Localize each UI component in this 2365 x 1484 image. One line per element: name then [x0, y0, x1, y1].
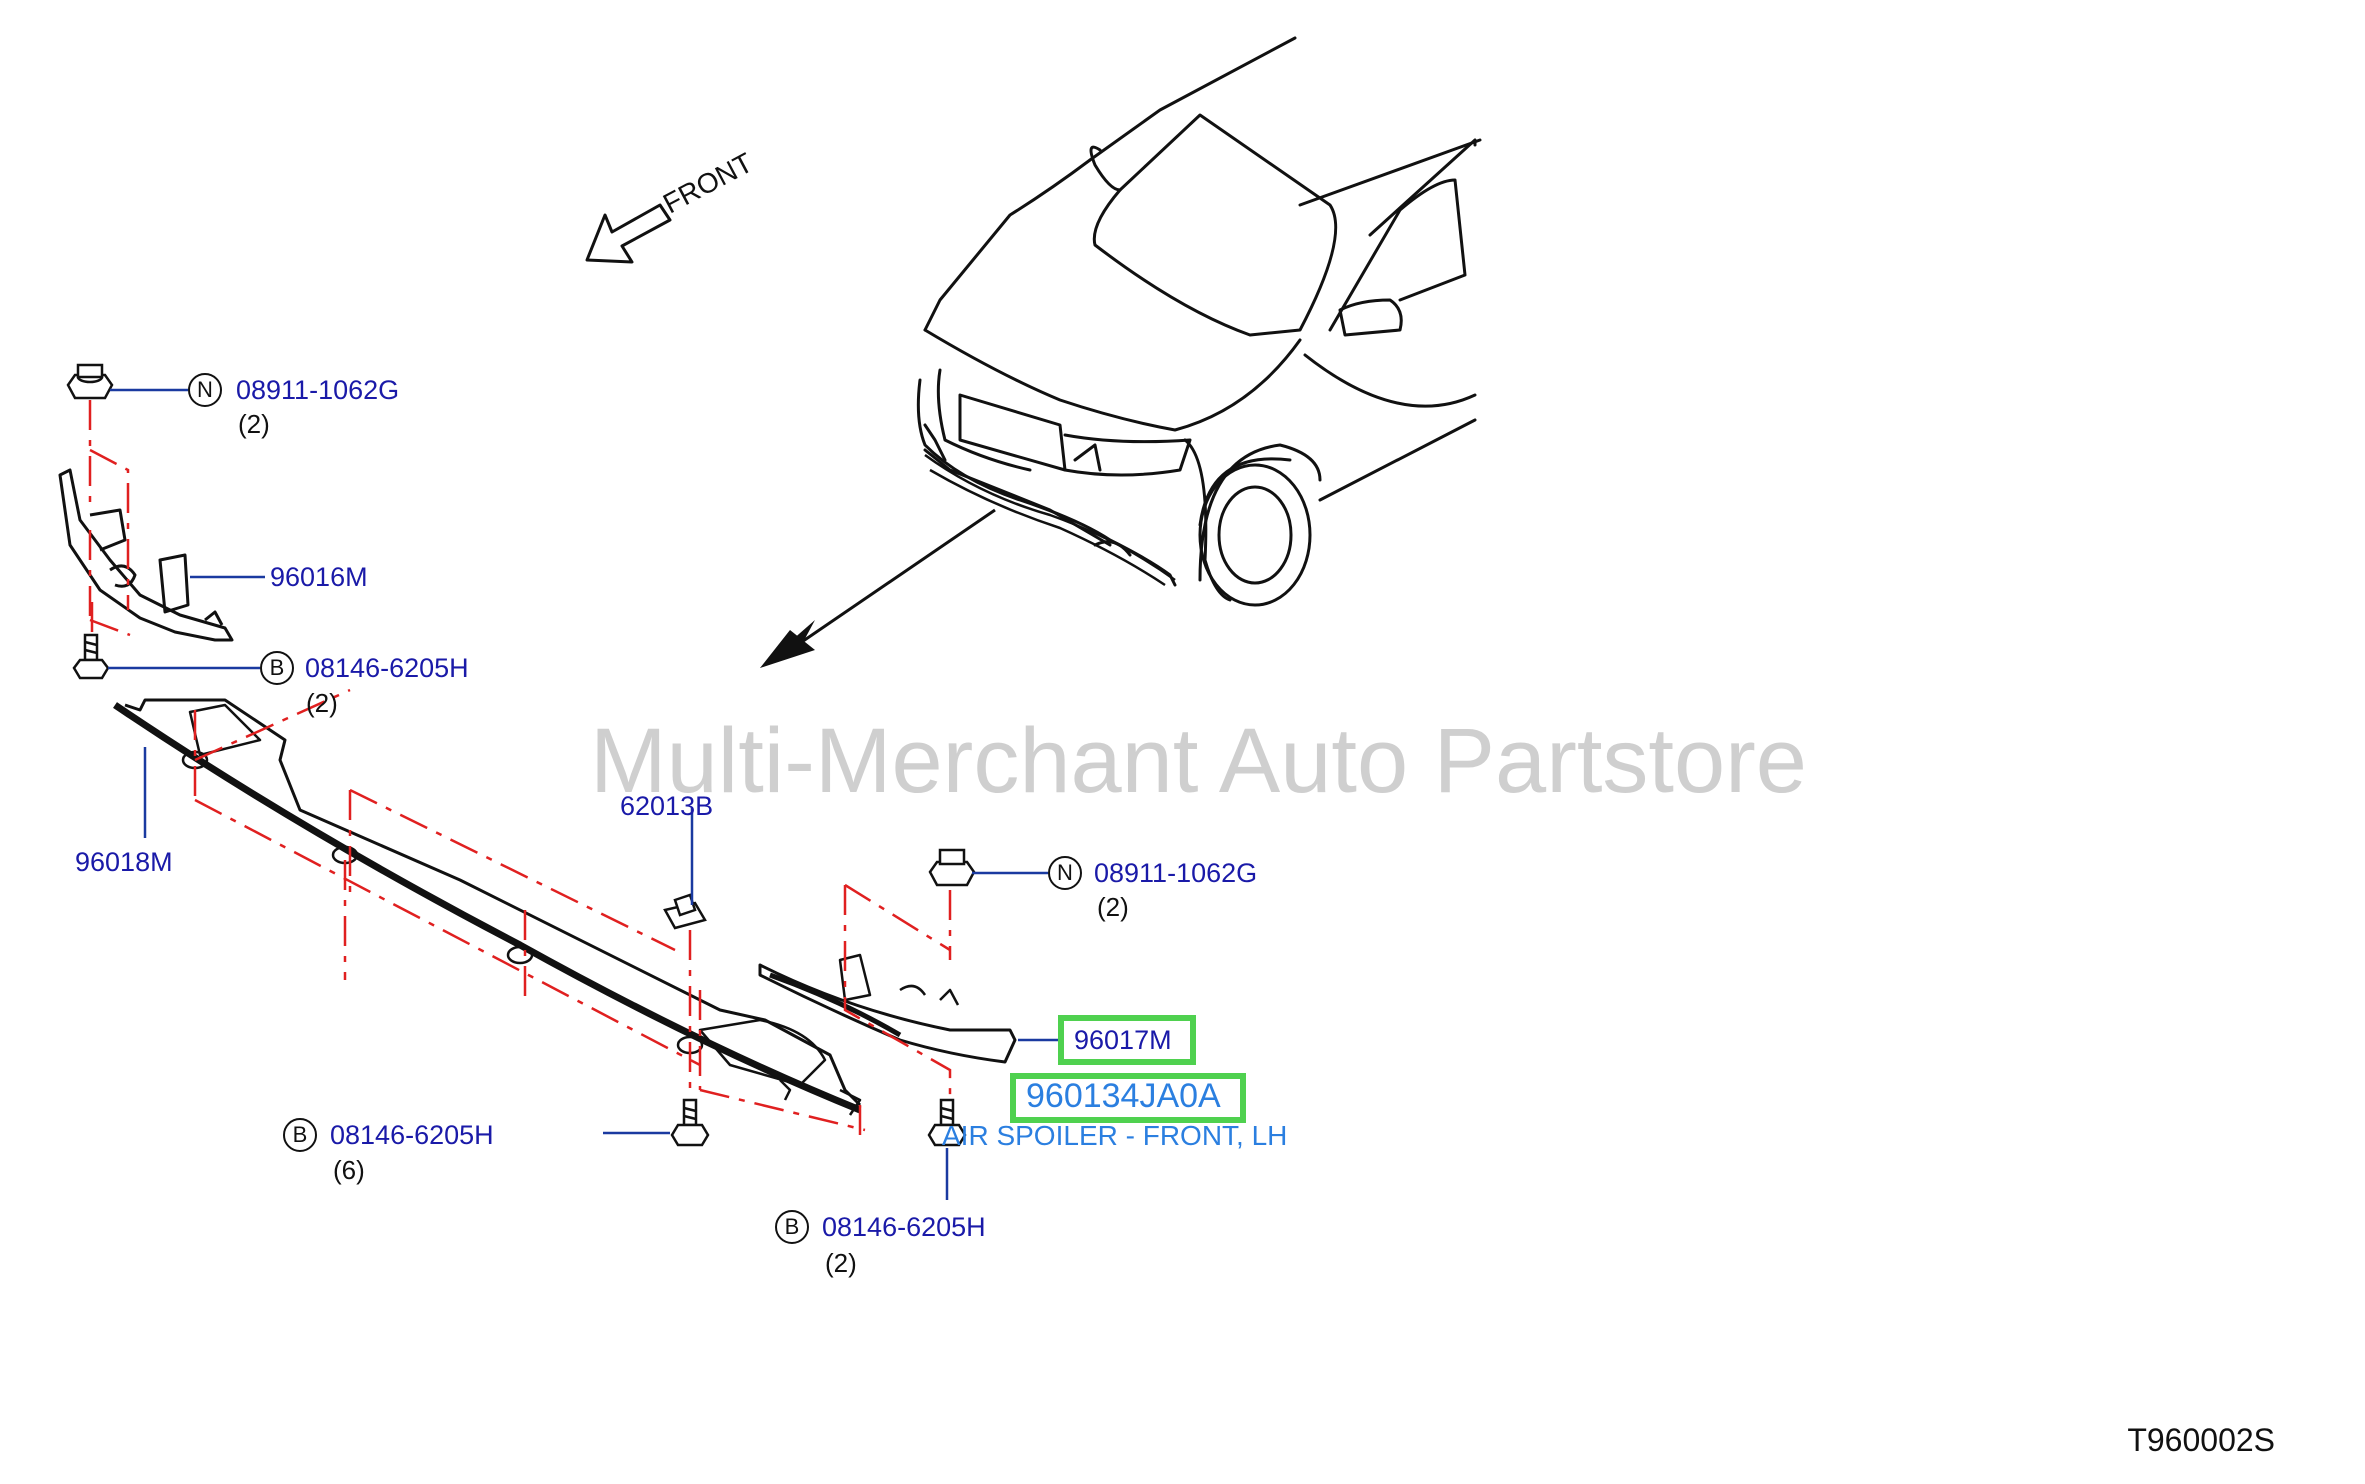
- leader-lines: [108, 388, 1058, 1200]
- part-link-96017m[interactable]: 96017M: [1074, 1025, 1172, 1055]
- part-link-08911-1062g[interactable]: 08911-1062G: [236, 375, 400, 405]
- vehicle-illustration: [916, 36, 1482, 607]
- bolt-left: [72, 633, 110, 680]
- highlight-box-part-number: [1010, 1073, 1246, 1123]
- clip-62013b: [663, 893, 707, 930]
- part-number-960134ja0a[interactable]: 960134JA0A: [1026, 1077, 1221, 1115]
- bracket-96016m: [58, 468, 234, 642]
- bolt-center: [670, 1098, 710, 1147]
- part-link-08146-6205h[interactable]: 08146-6205H: [822, 1212, 986, 1242]
- spoiler-96017m: [758, 953, 1017, 1064]
- nut-right: [928, 848, 976, 887]
- diagram-id: T960002S: [2127, 1422, 2275, 1458]
- part-link-96018m[interactable]: 96018M: [75, 847, 173, 877]
- watermark-text: Multi-Merchant Auto Partstore: [590, 710, 1807, 812]
- part-link-62013b[interactable]: 62013B: [620, 791, 714, 821]
- part-qty: (2): [825, 1248, 857, 1278]
- part-qty: (2): [306, 688, 338, 718]
- bolt-right: [927, 1098, 967, 1147]
- part-qty: (2): [1097, 892, 1129, 922]
- code-circle-n: N: [188, 373, 222, 407]
- part-link-08146-6205h[interactable]: 08146-6205H: [330, 1120, 494, 1150]
- code-circle-b: B: [260, 651, 294, 685]
- spoiler-96018m: [113, 698, 862, 1116]
- part-link-96016m[interactable]: 96016M: [270, 562, 368, 592]
- vehicle-spoiler-detail: [924, 453, 1176, 587]
- fasteners: [66, 363, 976, 1147]
- part-link-08146-6205h[interactable]: 08146-6205H: [305, 653, 469, 683]
- highlight-box-96017m: [1058, 1015, 1196, 1065]
- code-circle-n: N: [1048, 856, 1082, 890]
- part-qty: (2): [238, 409, 270, 439]
- part-link-08911-1062g[interactable]: 08911-1062G: [1094, 858, 1258, 888]
- pointer-arrow: [760, 508, 996, 668]
- nut-left: [66, 363, 114, 400]
- part-qty: (6): [333, 1155, 365, 1185]
- front-direction-arrow: [585, 203, 672, 264]
- code-circle-b: B: [775, 1210, 809, 1244]
- assembly-guides: [88, 400, 952, 1135]
- part-description: AIR SPOILER - FRONT, LH: [942, 1120, 1288, 1151]
- code-circle-b: B: [283, 1118, 317, 1152]
